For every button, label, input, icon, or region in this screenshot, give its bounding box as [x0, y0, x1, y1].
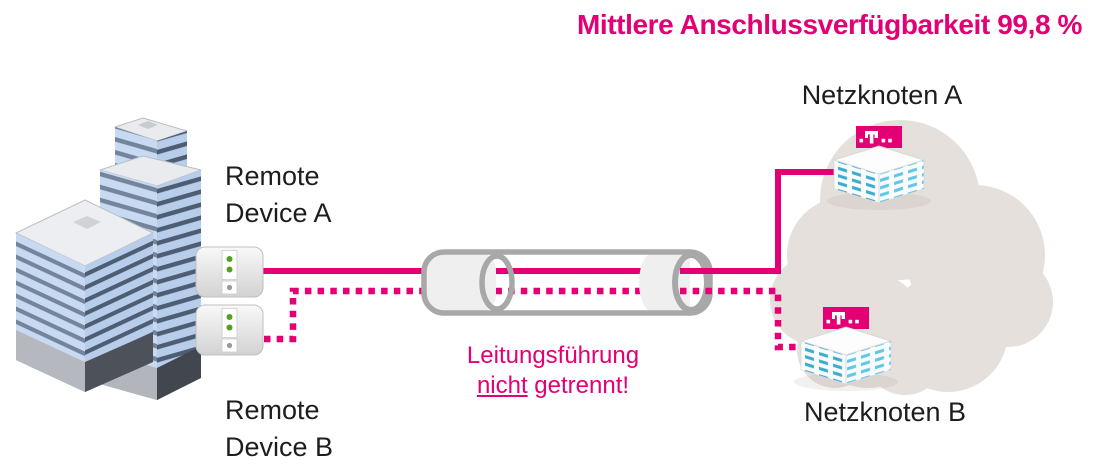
remote-device-a-label-line2: Device A — [225, 198, 332, 228]
status-led-green-icon — [226, 324, 233, 331]
remote-device-b-label-line1: Remote — [225, 395, 320, 425]
remote-device-b-label-line2: Device B — [225, 432, 334, 462]
conduit-warning-underlined-word: nicht — [476, 372, 528, 399]
remote-device-a-label-line1: Remote — [225, 161, 320, 191]
status-led-green-icon — [226, 314, 233, 320]
conduit-ring-right — [672, 252, 710, 313]
conduit-warning-line1: Leitungsführung — [466, 342, 640, 369]
remote-device-b-box — [195, 304, 264, 356]
cable-b-dashed-line — [264, 287, 690, 343]
conduit-ring-left — [479, 253, 515, 312]
availability-headline: Mittlere Anschlussverfügbarkeit 99,8 % — [576, 9, 1082, 40]
conduit-warning-line2: nicht getrennt! — [433, 371, 673, 401]
netzknoten-a-label: Netzknoten A — [801, 80, 963, 110]
office-building-short-icon — [15, 199, 154, 392]
status-led-green-icon — [226, 266, 233, 273]
cable-a-solid-line-right — [680, 169, 836, 274]
conduit-warning-line2-rest: getrennt! — [527, 372, 630, 399]
status-led-gray-icon — [226, 342, 233, 349]
remote-device-a-box — [195, 246, 264, 298]
remote-device-b-label: Remote Device B — [225, 392, 333, 466]
status-led-green-icon — [226, 256, 233, 262]
remote-device-a-label: Remote Device A — [225, 158, 332, 232]
netzknoten-b-label: Netzknoten B — [803, 397, 967, 427]
cable-conduit-icon — [421, 249, 713, 316]
conduit-warning-text: Leitungsführung nicht getrennt! — [433, 341, 673, 401]
status-led-gray-icon — [226, 284, 233, 291]
